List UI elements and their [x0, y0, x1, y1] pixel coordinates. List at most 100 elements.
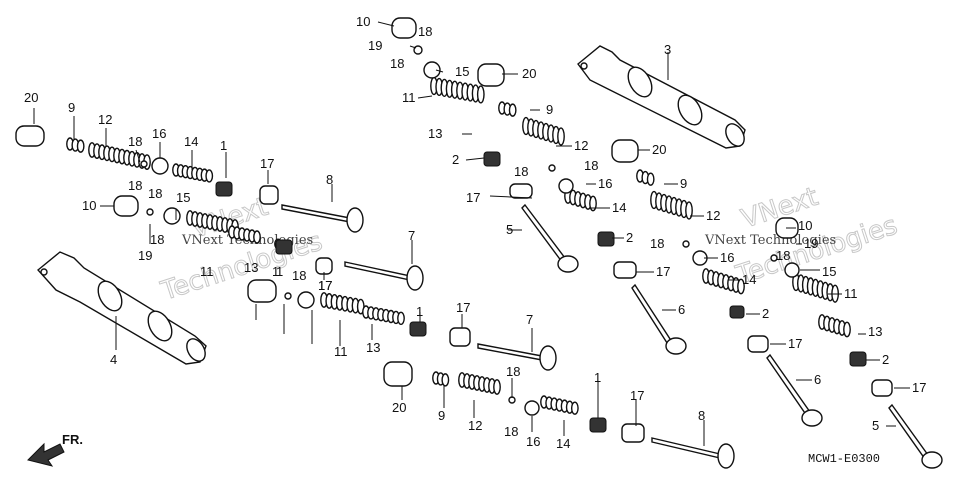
callout-c14: 16	[598, 176, 612, 191]
spring-6	[498, 101, 517, 117]
callout-c18: 2	[626, 230, 633, 245]
watermark-small-right: VNext Technologies	[704, 233, 836, 248]
callout-c44: 18	[128, 178, 142, 193]
callout-c39: 5	[872, 418, 879, 433]
spring-14	[320, 292, 365, 315]
callout-c7: 11	[402, 90, 416, 105]
callout-c54: 19	[138, 248, 152, 263]
callout-c16: 14	[612, 200, 626, 215]
lifters	[15, 17, 799, 387]
callout-c68: 18	[504, 424, 518, 439]
lifter-20-a	[15, 125, 45, 147]
callout-c15: 17	[466, 190, 480, 205]
callout-c45: 16	[152, 126, 166, 141]
spring-0	[430, 76, 485, 104]
lifter-20-b	[477, 63, 505, 87]
callout-c3: 19	[368, 38, 382, 53]
callout-c29: 15	[822, 264, 836, 279]
callout-c24: 18	[650, 236, 664, 251]
lifter-20-c	[611, 139, 639, 163]
callout-c37: 6	[814, 372, 821, 387]
callout-c22: 12	[706, 208, 720, 223]
spring-10	[650, 190, 693, 220]
callout-c71: 1	[594, 370, 601, 385]
callout-c20: 20	[652, 142, 666, 157]
callout-c8: 9	[546, 102, 553, 117]
lifter-10-b	[113, 195, 139, 217]
callout-c21: 9	[680, 176, 687, 191]
callout-c31: 11	[844, 286, 858, 301]
callout-c50: 10	[82, 198, 96, 213]
callout-c63: 18	[292, 268, 306, 283]
callout-c35: 17	[788, 336, 802, 351]
callout-c38: 17	[912, 380, 926, 395]
spring-5	[228, 225, 261, 244]
callout-c49: 8	[326, 172, 333, 187]
callout-c62: 17	[318, 278, 332, 293]
callout-c32: 6	[678, 302, 685, 317]
callout-c17: 5	[506, 222, 513, 237]
camshaft-4	[36, 251, 207, 365]
callout-c72: 17	[630, 388, 644, 403]
spring-16	[432, 371, 450, 387]
callout-c11: 2	[452, 152, 459, 167]
callout-c66: 12	[468, 418, 482, 433]
callout-c57: 1	[272, 264, 279, 279]
callout-c55: 11	[200, 264, 214, 279]
callout-c69: 16	[526, 434, 540, 449]
callout-c70: 14	[556, 436, 570, 451]
lifter-20-d	[383, 361, 413, 387]
callout-c30: 14	[742, 272, 756, 287]
callout-c40: 20	[24, 90, 38, 105]
spring-8	[564, 188, 597, 212]
callout-c36: 2	[882, 352, 889, 367]
lifter-10-a	[391, 17, 417, 39]
callout-c52: 15	[176, 190, 190, 205]
callout-c64: 20	[392, 400, 406, 415]
callout-c9: 13	[428, 126, 442, 141]
callout-c67: 18	[506, 364, 520, 379]
spring-9	[636, 169, 655, 186]
spring-1	[66, 137, 85, 153]
valve-seals	[259, 183, 893, 443]
valve-5-upper	[521, 203, 579, 273]
valve-springs	[66, 76, 851, 415]
callout-c48: 17	[260, 156, 274, 171]
valve-6-lower	[766, 353, 823, 427]
callout-c78: 1	[416, 304, 423, 319]
callout-c53: 18	[150, 232, 164, 247]
callout-c47: 1	[220, 138, 227, 153]
callout-c74: 17	[456, 300, 470, 315]
callout-c27: 19	[804, 236, 818, 251]
valve-8-lower	[651, 437, 735, 469]
callout-c23: 17	[656, 264, 670, 279]
callout-c1: 10	[356, 14, 370, 29]
callout-c58: 17	[318, 278, 332, 293]
callout-c25: 16	[720, 250, 734, 265]
front-arrow: FR.	[27, 432, 83, 467]
callout-c41: 9	[68, 100, 75, 115]
front-arrow-label: FR.	[62, 432, 83, 447]
callout-c10: 12	[574, 138, 588, 153]
callout-c65: 9	[438, 408, 445, 423]
callout-c46: 14	[184, 134, 198, 149]
spring-13	[818, 314, 851, 338]
callout-c6: 20	[522, 66, 536, 81]
callout-c77: 13	[366, 340, 380, 355]
callout-c73: 8	[698, 408, 705, 423]
callout-c59: 7	[408, 228, 415, 243]
callout-c12: 18	[514, 164, 528, 179]
spring-17	[458, 372, 501, 395]
callout-c76: 11	[334, 344, 348, 359]
spring-18	[540, 395, 579, 415]
leader-lines	[33, 21, 910, 446]
callout-c33: 2	[762, 306, 769, 321]
callout-c2: 18	[418, 24, 432, 39]
valve-6-upper	[631, 283, 687, 355]
valves	[281, 203, 943, 469]
valve-7-upper	[344, 261, 424, 291]
valve-5-lower	[888, 403, 943, 469]
